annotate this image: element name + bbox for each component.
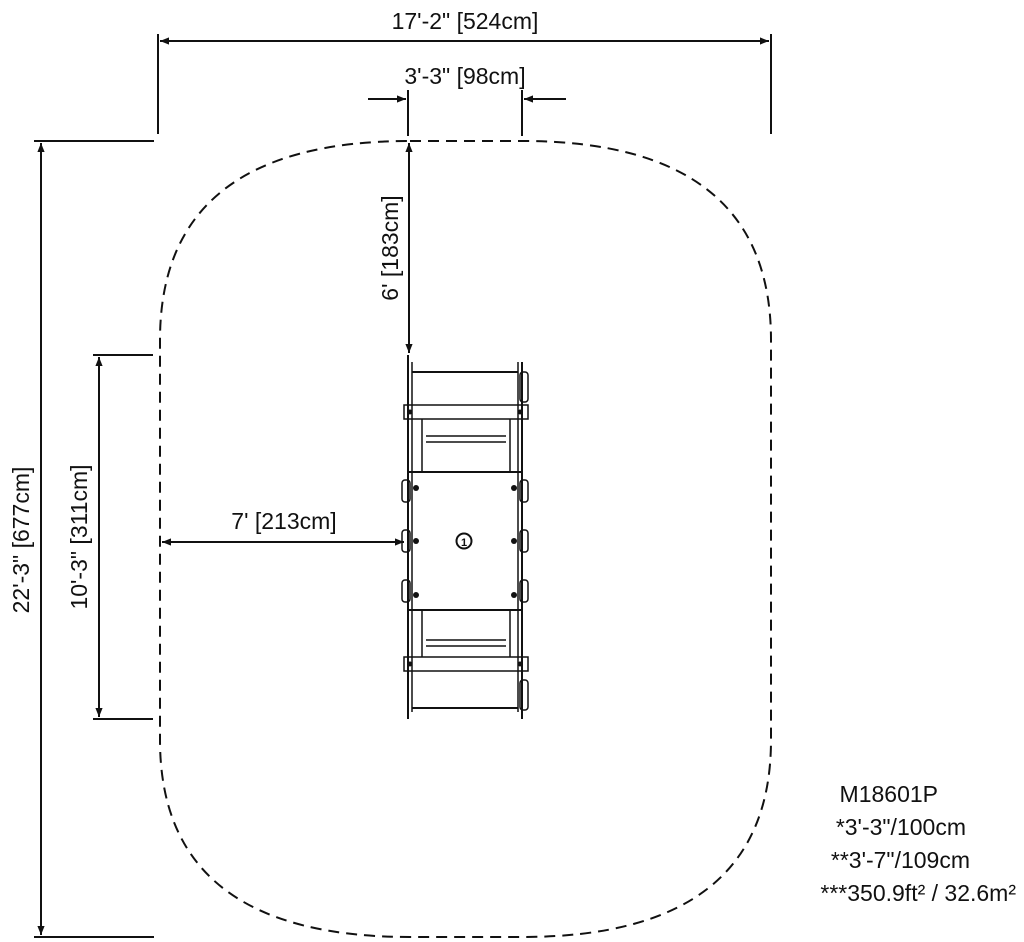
use-zone-outline bbox=[159, 140, 772, 938]
equipment-length-label: 10'-3" [311cm] bbox=[66, 464, 92, 609]
front-clearance-label: 6' [183cm] bbox=[377, 195, 403, 300]
overall-width-dimension: 17'-2" [524cm] bbox=[157, 8, 772, 134]
product-info-block: M18601P *3'-3"/100cm **3'-7"/109cm ***35… bbox=[716, 778, 1016, 910]
center-platform bbox=[407, 471, 523, 611]
model-number: M18601P bbox=[839, 781, 938, 807]
side-clearance-label: 7' [213cm] bbox=[231, 508, 336, 534]
overall-length-dimension: 22'-3" [677cm] bbox=[8, 140, 154, 938]
inner-width-label: 3'-3" [98cm] bbox=[404, 63, 525, 89]
height-note-2: **3'-7"/109cm bbox=[830, 847, 970, 873]
inner-width-dimension: 3'-3" [98cm] bbox=[368, 63, 566, 136]
area-note: ***350.9ft² / 32.6m² bbox=[820, 880, 1016, 906]
side-clearance-dimension: 7' [213cm] bbox=[162, 508, 404, 546]
overall-width-label: 17'-2" [524cm] bbox=[392, 8, 539, 34]
overall-length-label: 22'-3" [677cm] bbox=[8, 467, 34, 614]
equipment-plan-view bbox=[401, 355, 529, 719]
center-marker-number: 1 bbox=[461, 537, 467, 549]
equipment-length-dimension: 10'-3" [311cm] bbox=[66, 354, 153, 720]
height-note-1: *3'-3"/100cm bbox=[835, 814, 966, 840]
center-marker-icon: 1 bbox=[455, 532, 473, 550]
front-clearance-dimension: 6' [183cm] bbox=[377, 143, 413, 353]
